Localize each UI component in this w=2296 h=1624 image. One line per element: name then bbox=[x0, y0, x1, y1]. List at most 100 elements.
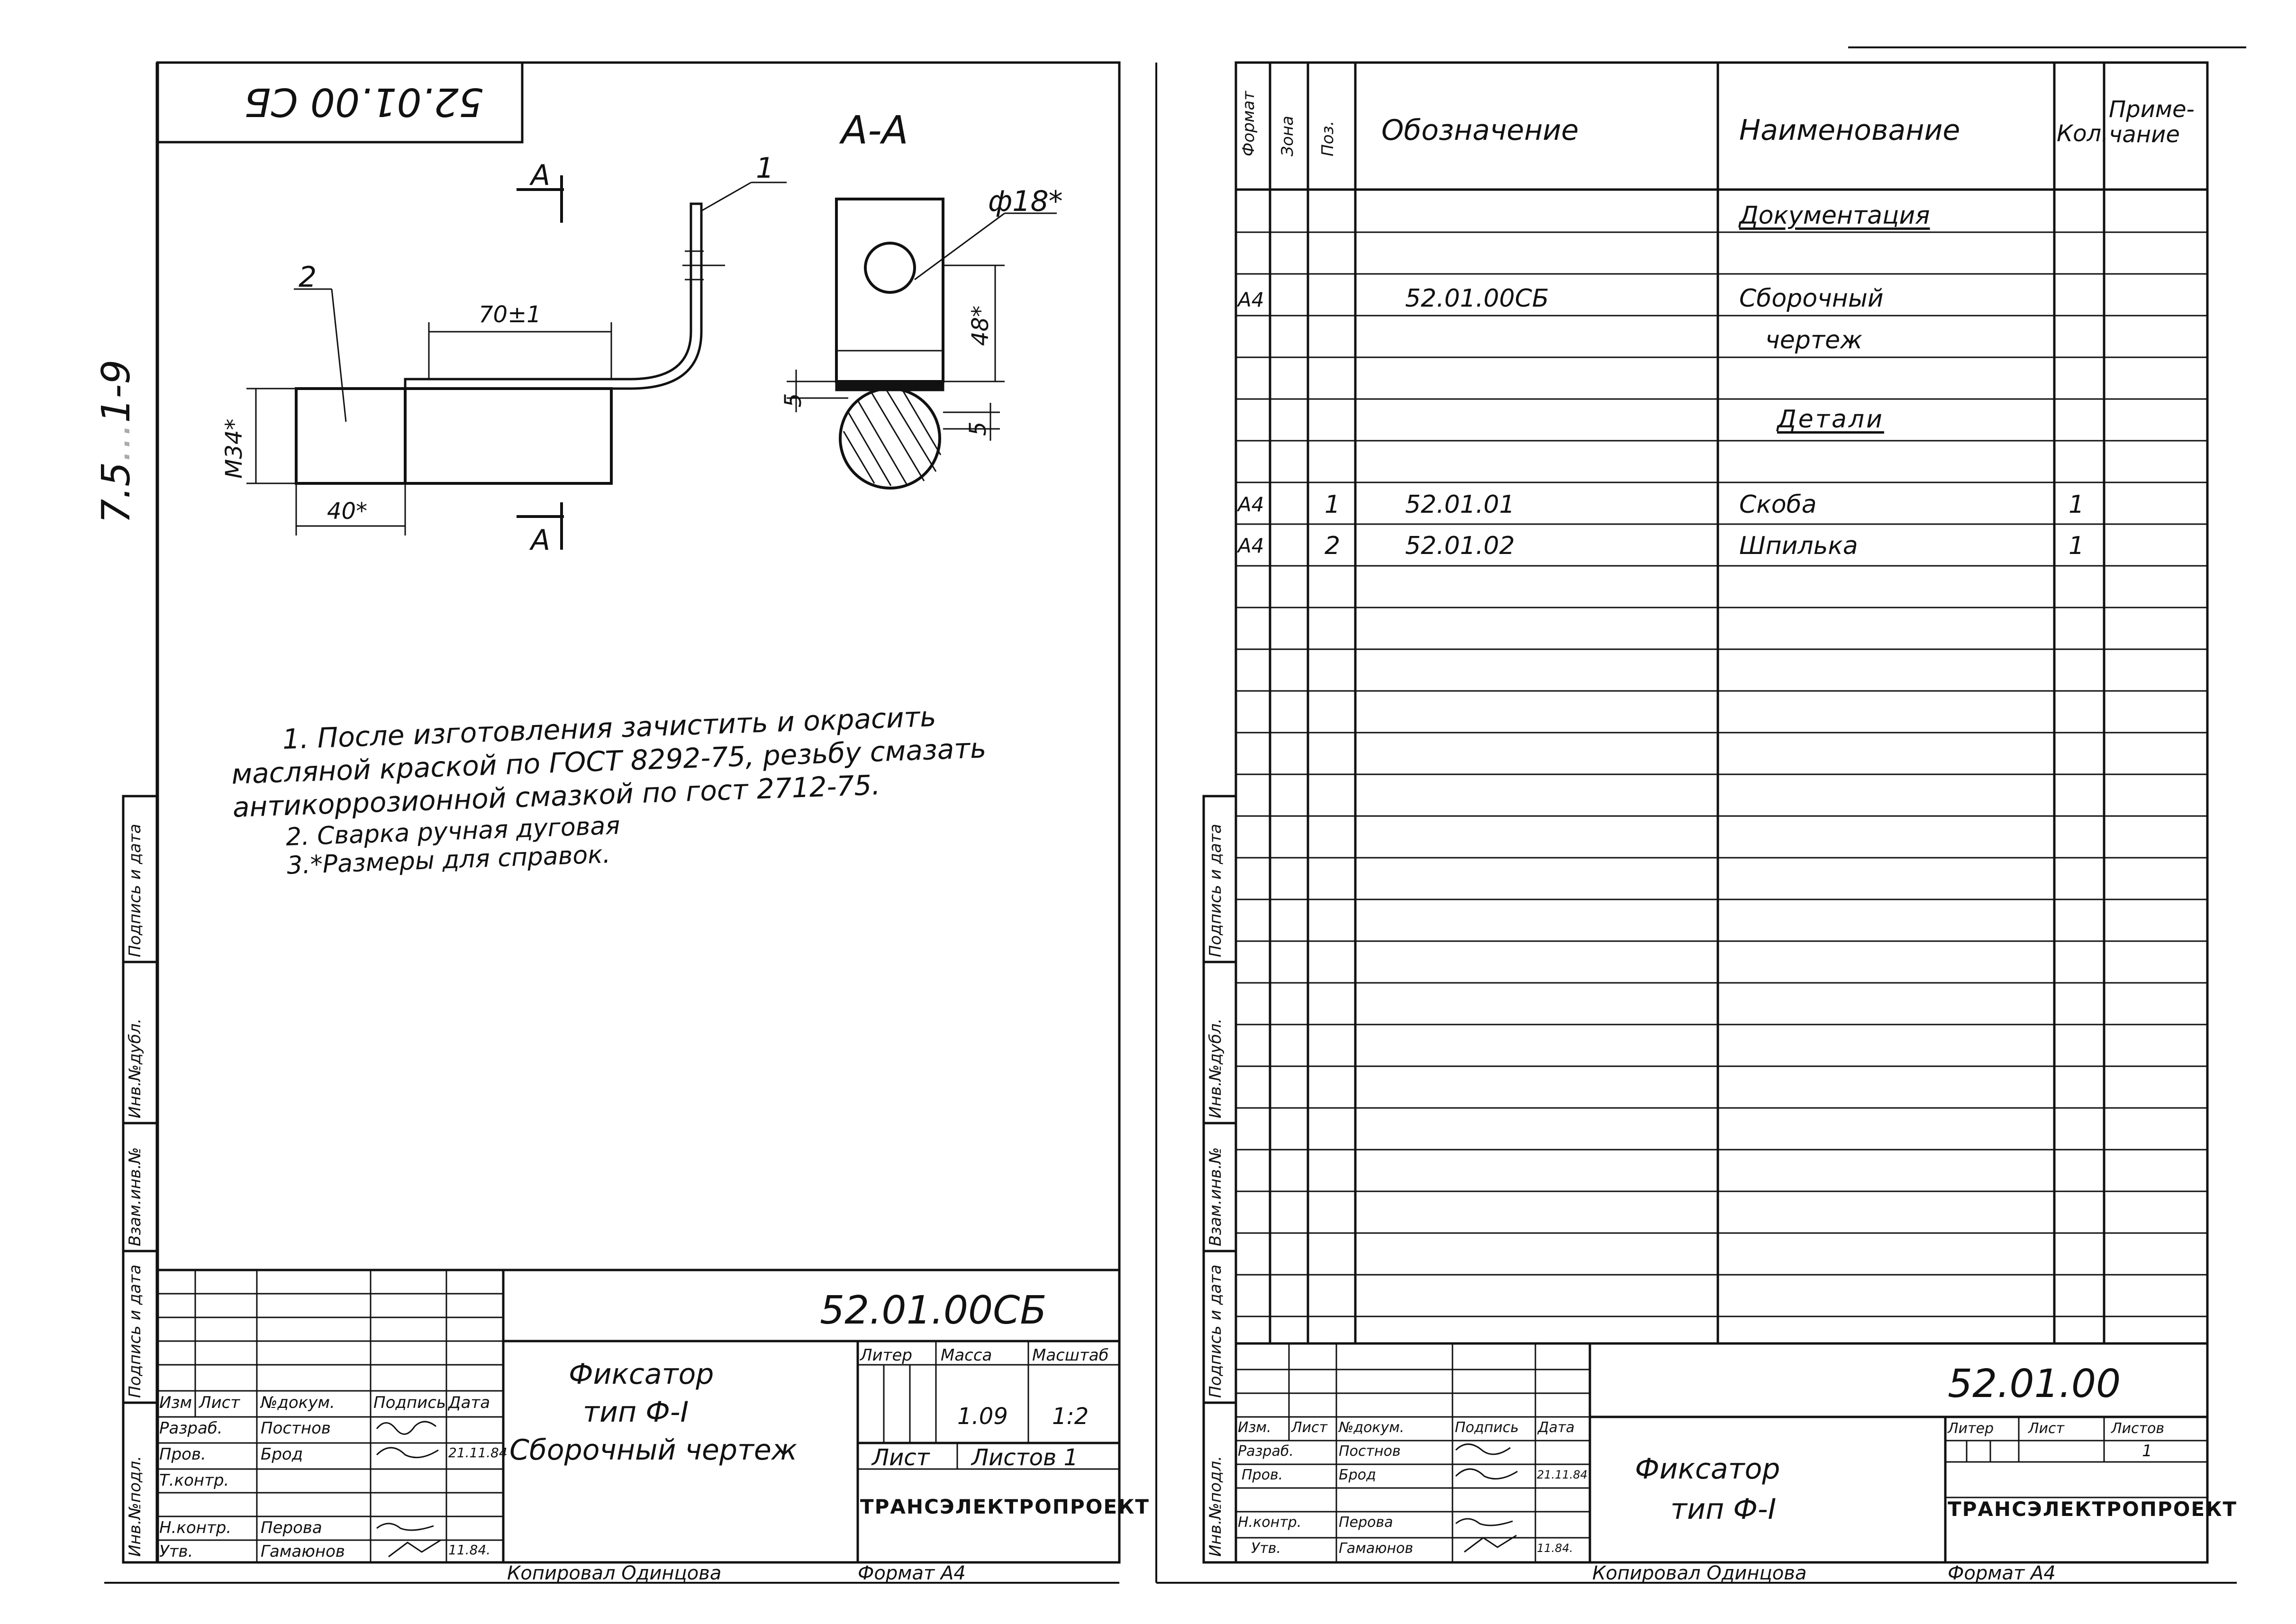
left-hdr-ndok: №докум. bbox=[261, 1393, 335, 1412]
right-side-label-4: Инв.№дубл. bbox=[1206, 1018, 1225, 1118]
left-masshtab: Масштаб bbox=[1032, 1346, 1109, 1365]
right-row-nkontr: Н.контр. bbox=[1238, 1514, 1302, 1531]
left-hdr-podp: Подпись bbox=[373, 1393, 446, 1412]
dim-40: 40* bbox=[327, 498, 368, 525]
left-row-tkontr: Т.контр. bbox=[159, 1471, 229, 1490]
left-listov: Листов 1 bbox=[971, 1444, 1079, 1471]
dim-70: 70±1 bbox=[479, 301, 541, 328]
left-hdr-list: Лист bbox=[199, 1393, 240, 1412]
rotated-stamp-code: 52.01.00 СБ bbox=[244, 79, 483, 124]
part-2-format: А4 bbox=[1238, 534, 1264, 557]
left-format: Формат А4 bbox=[858, 1562, 966, 1584]
left-list: Лист bbox=[872, 1444, 930, 1471]
section-documentation: Документация bbox=[1739, 201, 1930, 230]
left-row-nkontr: Н.контр. bbox=[159, 1518, 232, 1537]
side-code-main: 7.5 bbox=[94, 462, 139, 524]
right-date-utv: 11.84. bbox=[1537, 1542, 1573, 1555]
left-title-name-3: Сборочный чертеж bbox=[509, 1433, 797, 1467]
part-1-format: А4 bbox=[1238, 493, 1264, 516]
doc-oboz: 52.01.00СБ bbox=[1405, 284, 1549, 313]
right-format: Формат А4 bbox=[1948, 1562, 2056, 1584]
callout-2: 2 bbox=[299, 261, 317, 294]
right-side-label-3: Взам.инв.№ bbox=[1206, 1147, 1225, 1246]
right-listov-val: 1 bbox=[2142, 1442, 2152, 1461]
left-massa-val: 1.09 bbox=[957, 1403, 1008, 1430]
left-side-label-2: Подпись и дата bbox=[126, 1264, 145, 1398]
right-row-razrab: Разраб. bbox=[1238, 1443, 1294, 1460]
left-title-name-2: тип Ф-I bbox=[583, 1396, 689, 1429]
left-nkontr-name: Перова bbox=[261, 1518, 322, 1537]
left-massa: Масса bbox=[941, 1346, 992, 1365]
right-hdr-izm: Изм. bbox=[1238, 1419, 1271, 1436]
dim-48: 48* bbox=[967, 305, 994, 346]
right-title-name-1: Фиксатор bbox=[1635, 1452, 1780, 1486]
doc-name-1: Сборочный bbox=[1739, 284, 1884, 313]
left-hdr-izm: Изм bbox=[159, 1393, 192, 1412]
left-hdr-date: Дата bbox=[448, 1393, 490, 1412]
dim-5-right: 5 bbox=[965, 421, 991, 436]
left-liter: Литер bbox=[860, 1346, 912, 1365]
cut-mark-top: А bbox=[531, 159, 551, 192]
side-code-rest: 1-9 bbox=[94, 359, 139, 423]
left-copied: Копировал Одинцова bbox=[507, 1562, 722, 1584]
left-date-prov: 21.11.84 bbox=[448, 1445, 508, 1461]
right-side-label-1: Инв.№подл. bbox=[1206, 1456, 1225, 1557]
doc-format: А4 bbox=[1238, 288, 1264, 311]
hdr-zona: Зона bbox=[1278, 116, 1297, 156]
left-side-label-1: Инв.№подл. bbox=[126, 1456, 145, 1557]
right-prov-name: Брод bbox=[1339, 1467, 1376, 1483]
left-utv-name: Гамаюнов bbox=[261, 1542, 345, 1561]
left-side-label-5: Подпись и дата bbox=[126, 824, 145, 957]
right-list: Лист bbox=[2028, 1420, 2065, 1437]
part-1-kol: 1 bbox=[2069, 490, 2085, 519]
dim-m34: М34* bbox=[221, 418, 247, 479]
right-hdr-podp: Подпись bbox=[1455, 1419, 1519, 1436]
hdr-kol: Кол. bbox=[2057, 120, 2109, 147]
hdr-oboznach: Обозначение bbox=[1381, 114, 1579, 147]
part-1-poz: 1 bbox=[1325, 490, 1341, 519]
hdr-prim: Приме- чание bbox=[2109, 96, 2195, 148]
right-liter: Литер bbox=[1948, 1420, 1994, 1437]
right-org: ТРАНСЭЛЕКТРОПРОЕКТ bbox=[1948, 1497, 2238, 1521]
right-title-name-2: тип Ф-I bbox=[1670, 1493, 1777, 1526]
hdr-naimen: Наименование bbox=[1739, 114, 1960, 147]
right-row-prov: Пров. bbox=[1242, 1467, 1283, 1483]
left-side-label-4: Инв.№дубл. bbox=[126, 1018, 145, 1118]
left-side-label-3: Взам.инв.№ bbox=[126, 1147, 145, 1246]
left-row-utv: Утв. bbox=[159, 1542, 193, 1561]
right-title-designation: 52.01.00 bbox=[1948, 1361, 2121, 1406]
right-listov: Листов bbox=[2111, 1420, 2165, 1437]
left-row-razrab: Разраб. bbox=[159, 1419, 223, 1438]
right-razrab-name: Постнов bbox=[1339, 1443, 1401, 1460]
left-razrab-name: Постнов bbox=[261, 1419, 331, 1438]
section-label: А-А bbox=[841, 108, 908, 153]
right-side-label-2: Подпись и дата bbox=[1206, 1264, 1225, 1398]
right-hdr-list: Лист bbox=[1291, 1419, 1328, 1436]
side-document-code: 7.5…1-9 bbox=[94, 359, 139, 524]
left-masshtab-val: 1:2 bbox=[1052, 1403, 1089, 1430]
left-title-designation: 52.01.00СБ bbox=[820, 1288, 1047, 1333]
callout-1: 1 bbox=[756, 152, 774, 185]
dim-diameter-18: ф18* bbox=[988, 185, 1063, 218]
part-2-oboz: 52.01.02 bbox=[1405, 532, 1515, 560]
hdr-format: Формат bbox=[1239, 91, 1258, 156]
technical-notes: 1. После изготовления зачистить и окраси… bbox=[230, 700, 990, 880]
left-date-utv: 11.84. bbox=[448, 1542, 491, 1558]
section-parts: Детали bbox=[1777, 405, 1884, 434]
doc-name-2: чертеж bbox=[1765, 326, 1862, 354]
right-copied: Копировал Одинцова bbox=[1592, 1562, 1807, 1584]
cut-mark-bottom: А bbox=[531, 524, 551, 557]
part-1-oboz: 52.01.01 bbox=[1405, 490, 1515, 519]
right-hdr-ndok: №докум. bbox=[1339, 1419, 1405, 1436]
right-side-label-5: Подпись и дата bbox=[1206, 824, 1225, 957]
right-nkontr-name: Перова bbox=[1339, 1514, 1393, 1531]
left-title-name-1: Фиксатор bbox=[569, 1358, 714, 1391]
dim-5-left: 5 bbox=[780, 393, 807, 408]
right-date-prov: 21.11.84 bbox=[1537, 1468, 1588, 1481]
left-org: ТРАНСЭЛЕКТРОПРОЕКТ bbox=[860, 1495, 1150, 1518]
right-row-utv: Утв. bbox=[1251, 1540, 1281, 1557]
part-2-poz: 2 bbox=[1325, 532, 1341, 560]
part-1-name: Скоба bbox=[1739, 490, 1817, 519]
part-2-kol: 1 bbox=[2069, 532, 2085, 560]
